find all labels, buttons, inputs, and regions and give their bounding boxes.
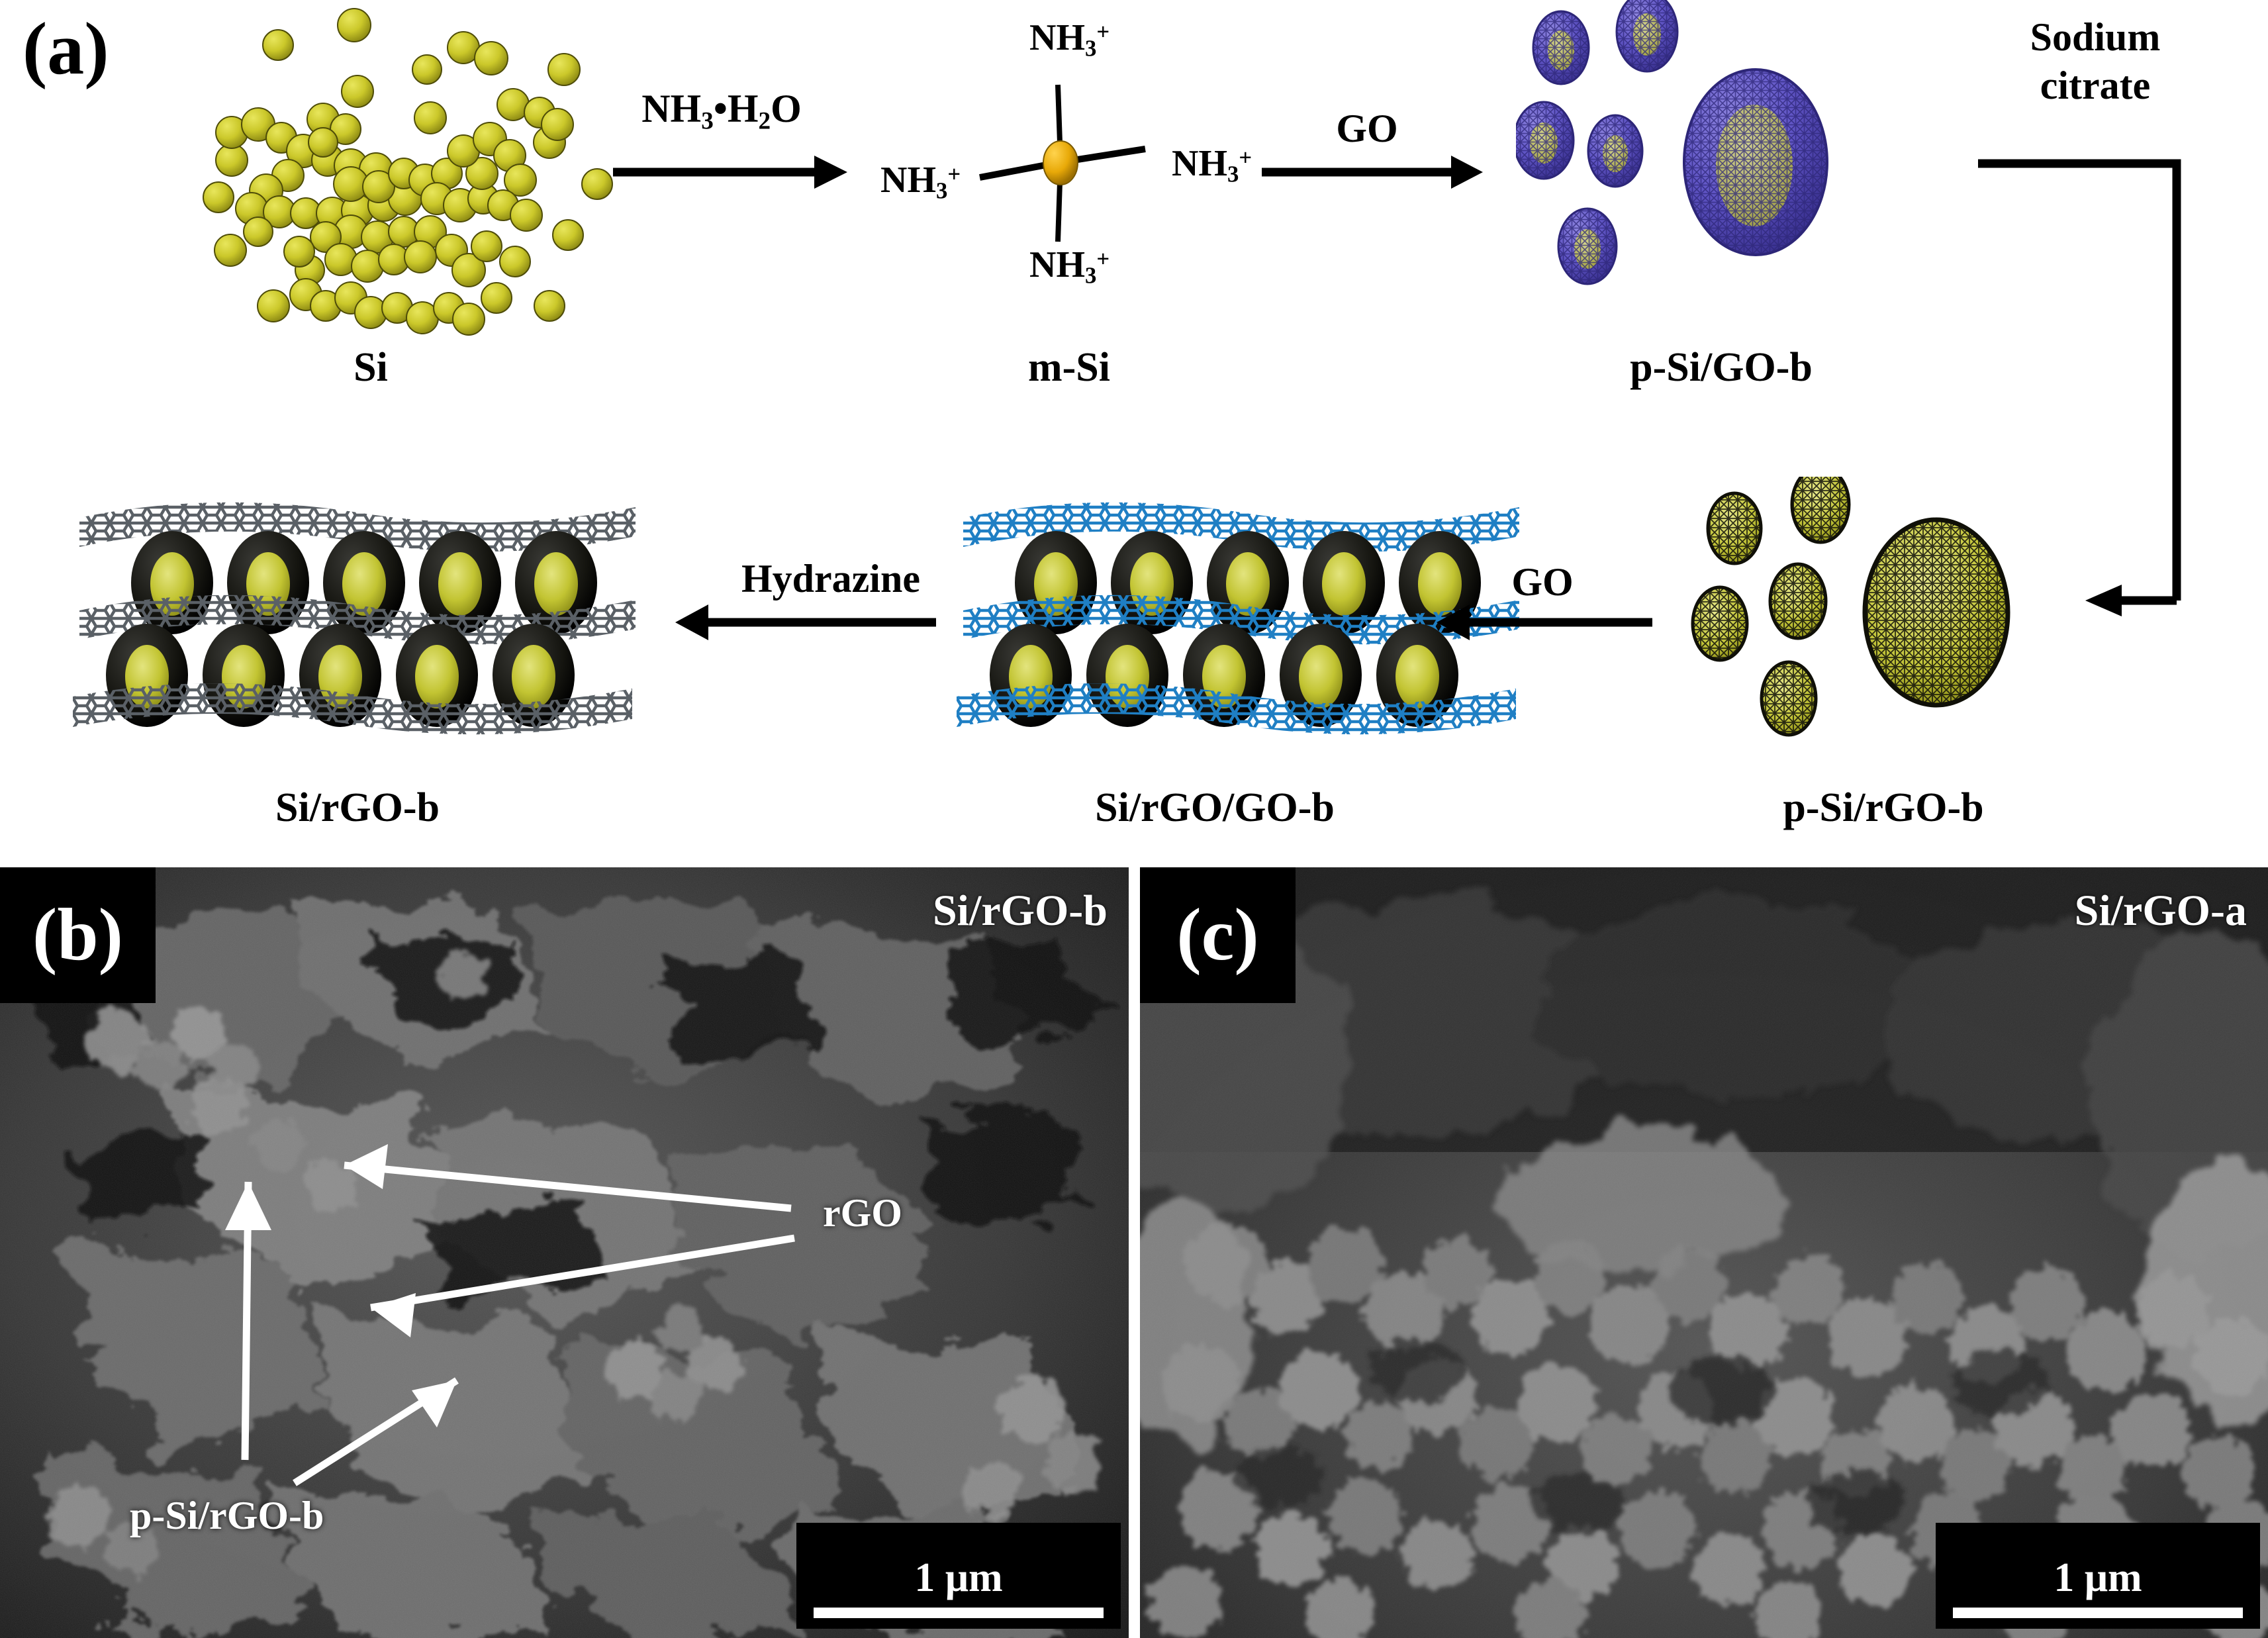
m-si-ligand-top: NH3+ bbox=[1029, 17, 1110, 62]
panel-tag-c: (c) bbox=[1176, 894, 1259, 976]
panel-b-scalebar-line bbox=[814, 1608, 1104, 1618]
panel-c-scalebar: 1 μm bbox=[1936, 1523, 2260, 1629]
panel-c-tag-box: (c) bbox=[1140, 867, 1296, 1003]
panel-c-scalebar-line bbox=[1953, 1608, 2243, 1618]
sem-b-annotation-arrows bbox=[225, 1144, 795, 1486]
panel-b-sem-image: (b) Si/rGO-b rGO p-Si/rGO-b 1 μm bbox=[0, 867, 1129, 1638]
arrow-label-sodium-citrate: Sodium citrate bbox=[2030, 13, 2161, 110]
m-si-structure bbox=[979, 84, 1146, 242]
m-si-ligand-left: NH3+ bbox=[880, 160, 961, 204]
reaction-arrow-go-1 bbox=[1262, 156, 1483, 189]
stage-caption-p-si-go-b: p-Si/GO-b bbox=[1630, 345, 1813, 390]
panel-tag-b: (b) bbox=[32, 894, 123, 976]
arrow-label-go-1: GO bbox=[1336, 107, 1398, 150]
panel-tag-a: (a) bbox=[23, 8, 109, 90]
p-si-rgo-b-particles bbox=[1691, 477, 2010, 737]
panel-b-tag-box: (b) bbox=[0, 867, 156, 1003]
panel-c-sem-image: (c) Si/rGO-a 1 μm bbox=[1140, 867, 2268, 1638]
si-rgo-b-structure bbox=[73, 502, 636, 735]
panel-b-corner-label: Si/rGO-b bbox=[932, 887, 1108, 935]
stage-caption-si: Si bbox=[354, 345, 388, 390]
reaction-arrow-hydrazine bbox=[675, 604, 936, 640]
sem-b-annotation-p-si-rgo-b: p-Si/rGO-b bbox=[130, 1494, 324, 1537]
stage-caption-p-si-rgo-b: p-Si/rGO-b bbox=[1783, 785, 1984, 830]
sem-b-micrograph bbox=[0, 867, 1129, 1638]
stage-caption-si-rgo-go-b: Si/rGO/GO-b bbox=[1095, 785, 1335, 830]
arrow-label-ammonia: NH3•H2O bbox=[641, 87, 802, 135]
panel-b-scalebar-text: 1 μm bbox=[914, 1555, 1003, 1600]
panel-b-scalebar: 1 μm bbox=[796, 1523, 1121, 1629]
p-si-go-b-particles bbox=[1516, 0, 1828, 285]
arrow-label-go-2: GO bbox=[1511, 560, 1574, 604]
panel-c-scalebar-text: 1 μm bbox=[2054, 1555, 2142, 1600]
stage-caption-m-si: m-Si bbox=[1028, 345, 1110, 390]
sem-c-micrograph bbox=[1140, 867, 2268, 1638]
sodium-citrate-line1: Sodium bbox=[2030, 15, 2161, 59]
reaction-arrow-sodium-citrate bbox=[1978, 159, 2181, 616]
arrow-label-hydrazine: Hydrazine bbox=[741, 557, 920, 601]
panel-c-corner-label: Si/rGO-a bbox=[2074, 887, 2247, 935]
reaction-arrow-ammonia bbox=[613, 156, 847, 189]
sem-b-annotation-rgo: rGO bbox=[823, 1191, 902, 1235]
panel-a-schematic: (a) bbox=[23, 0, 2181, 830]
si-particle-cluster bbox=[203, 8, 613, 336]
reaction-arrow-go-2 bbox=[1437, 604, 1652, 640]
stage-caption-si-rgo-b: Si/rGO-b bbox=[275, 785, 440, 830]
sodium-citrate-line2: citrate bbox=[2040, 64, 2151, 108]
si-rgo-go-b-structure bbox=[957, 502, 1519, 735]
m-si-ligand-right: NH3+ bbox=[1172, 143, 1252, 187]
m-si-ligand-bottom: NH3+ bbox=[1029, 244, 1110, 289]
